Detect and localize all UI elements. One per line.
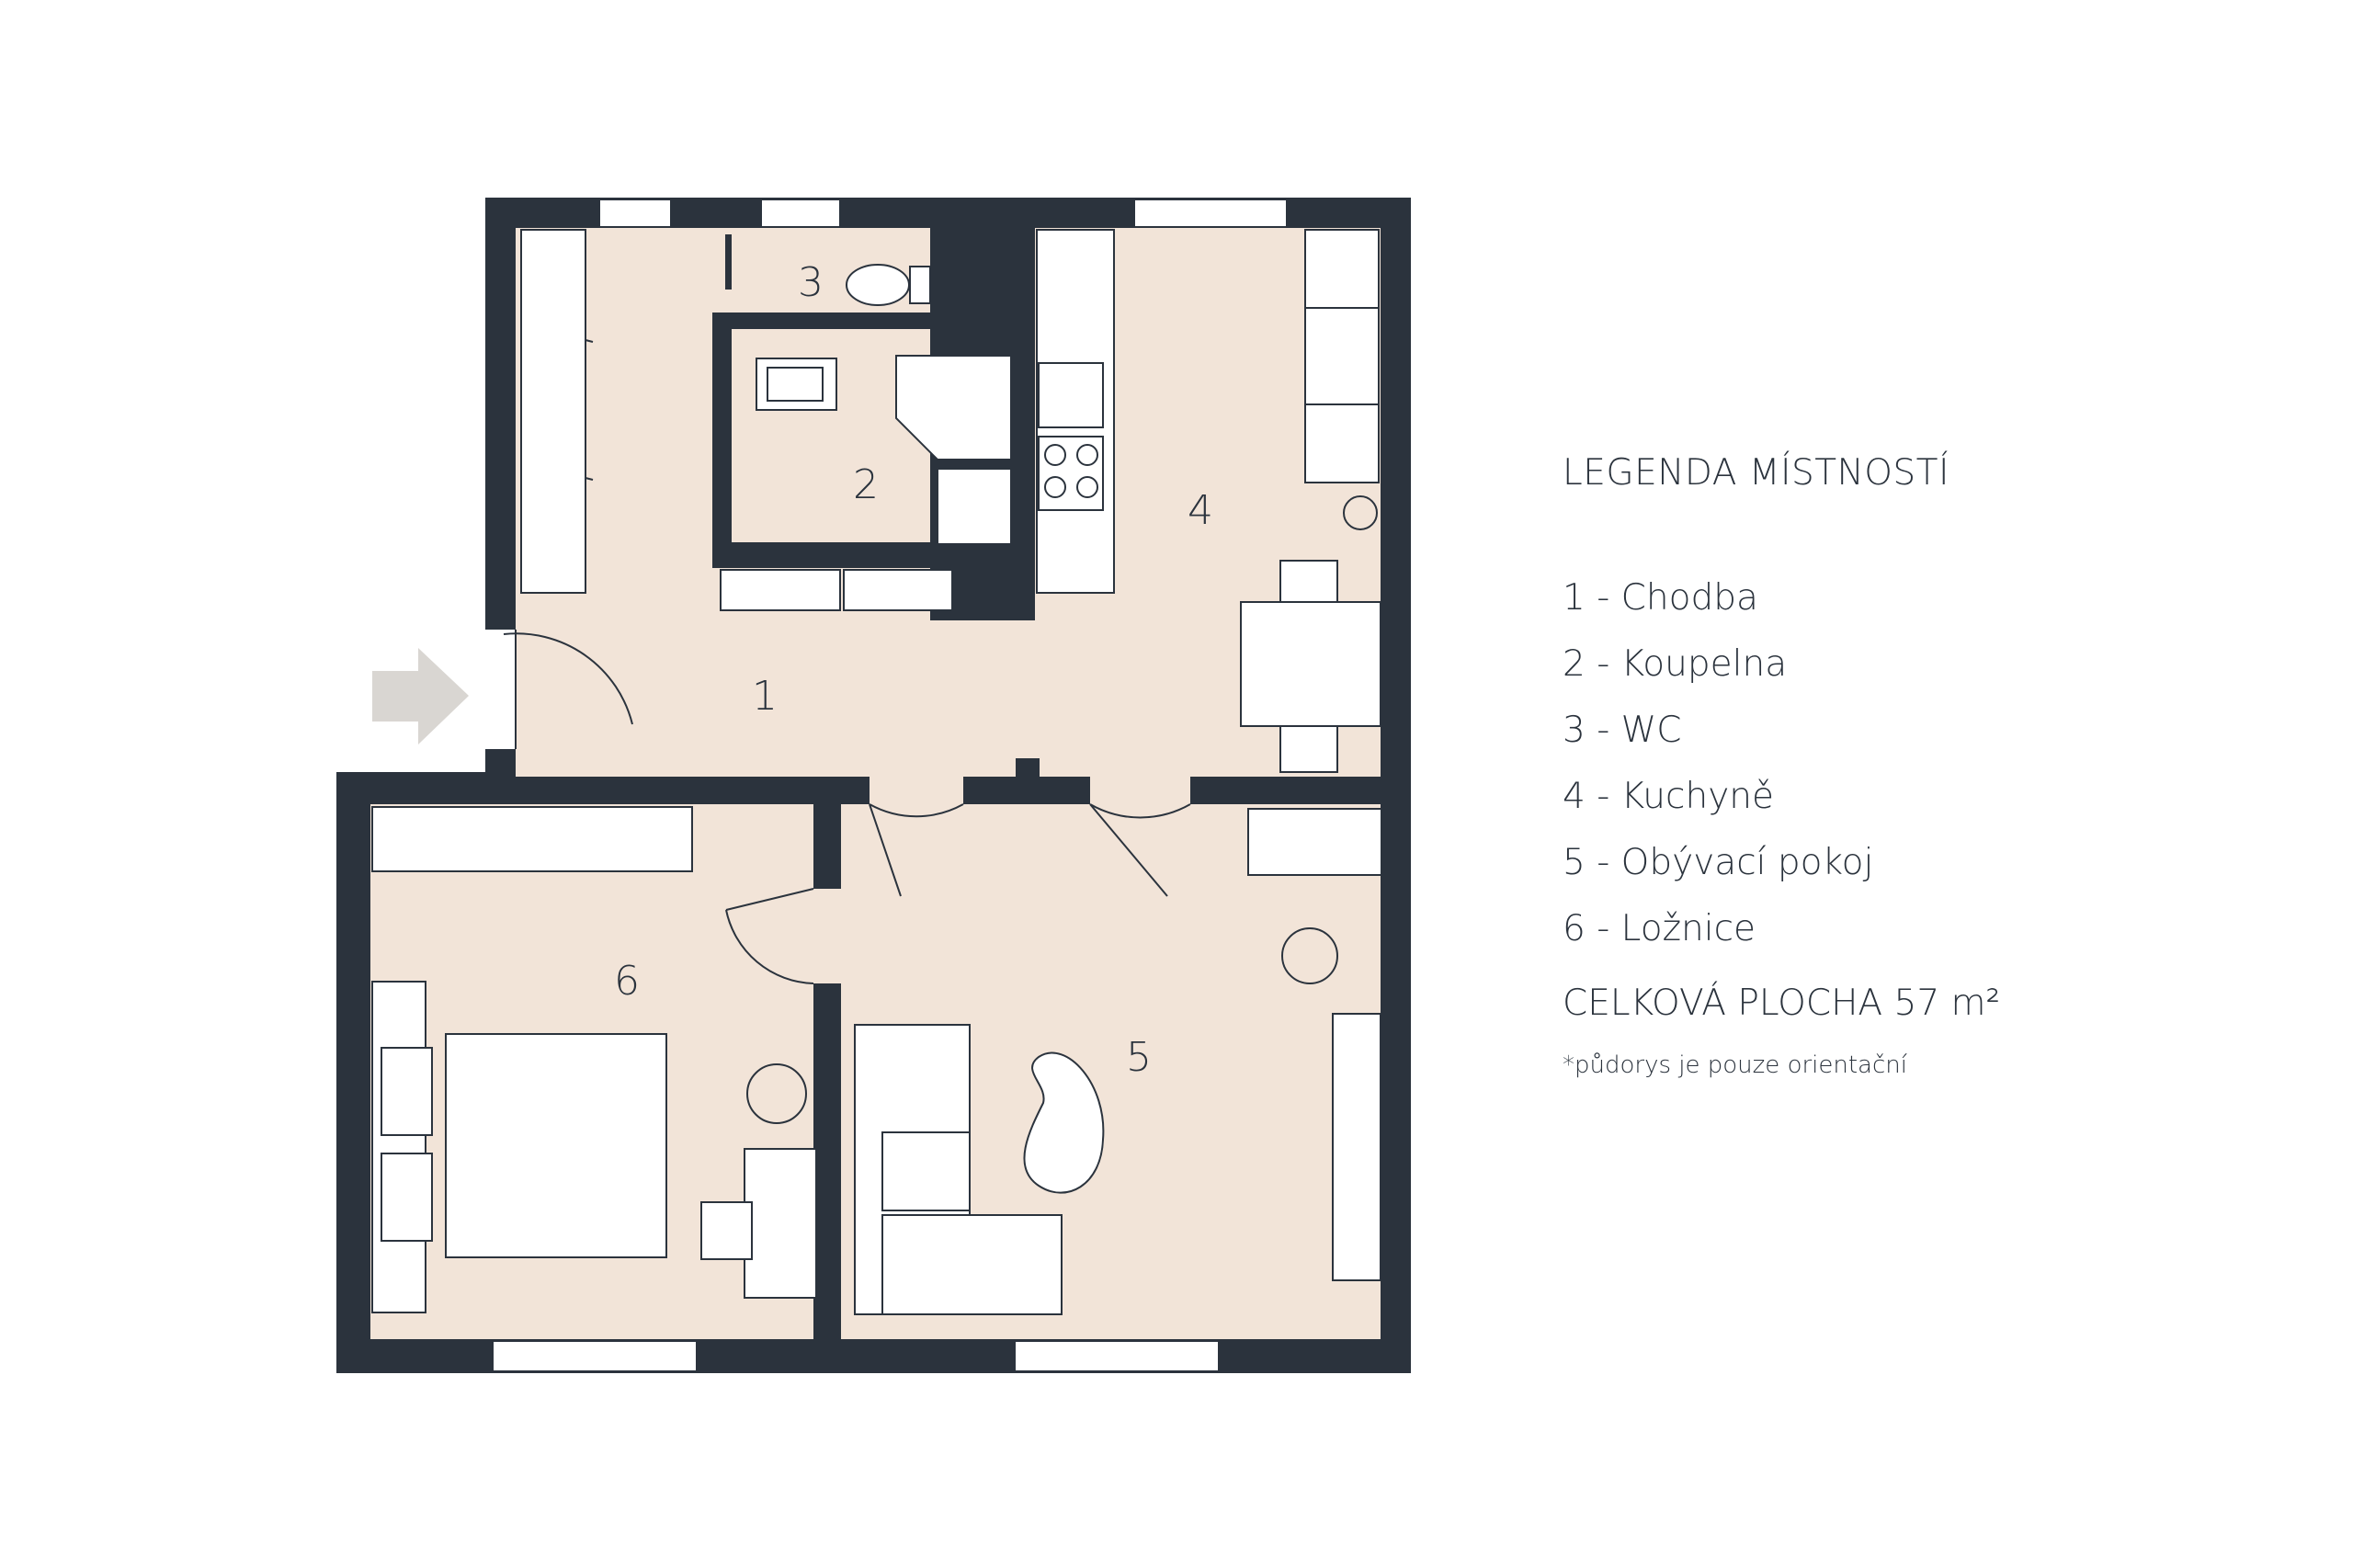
disclaimer-note: *půdorys je pouze orientační <box>1563 1051 1907 1079</box>
room-number-3: 3 <box>798 259 824 306</box>
windows <box>492 199 1288 1372</box>
floor-plan: 1 2 3 4 5 6 <box>336 198 1411 1373</box>
room-number-6: 6 <box>614 958 640 1005</box>
entrance-arrow-icon <box>372 648 469 744</box>
legend-item: 3 - WC <box>1563 710 1682 751</box>
legend-item: 1 - Chodba <box>1563 577 1758 619</box>
legend-item: 2 - Koupelna <box>1563 643 1788 685</box>
room-number-4: 4 <box>1188 487 1213 534</box>
room-legend: LEGENDA MÍSTNOSTÍ 1 - Chodba 2 - Koupeln… <box>1563 452 2000 1079</box>
legend-item: 4 - Kuchyně <box>1563 776 1774 817</box>
room-number-5: 5 <box>1126 1034 1152 1081</box>
legend-item: 6 - Ložnice <box>1563 908 1756 949</box>
legend-list: 1 - Chodba 2 - Koupelna 3 - WC 4 - Kuchy… <box>1563 573 2000 970</box>
room-number-1: 1 <box>752 673 778 720</box>
doors <box>503 630 1191 984</box>
total-area: CELKOVÁ PLOCHA 57 m² <box>1563 983 2001 1024</box>
room-number-2: 2 <box>853 461 879 508</box>
legend-title: LEGENDA MÍSTNOSTÍ <box>1563 452 1950 494</box>
furniture <box>371 229 1382 1315</box>
legend-item: 5 - Obývací pokoj <box>1563 842 1874 883</box>
plant-icon <box>746 495 1378 1124</box>
bathroom-doors <box>725 234 732 524</box>
